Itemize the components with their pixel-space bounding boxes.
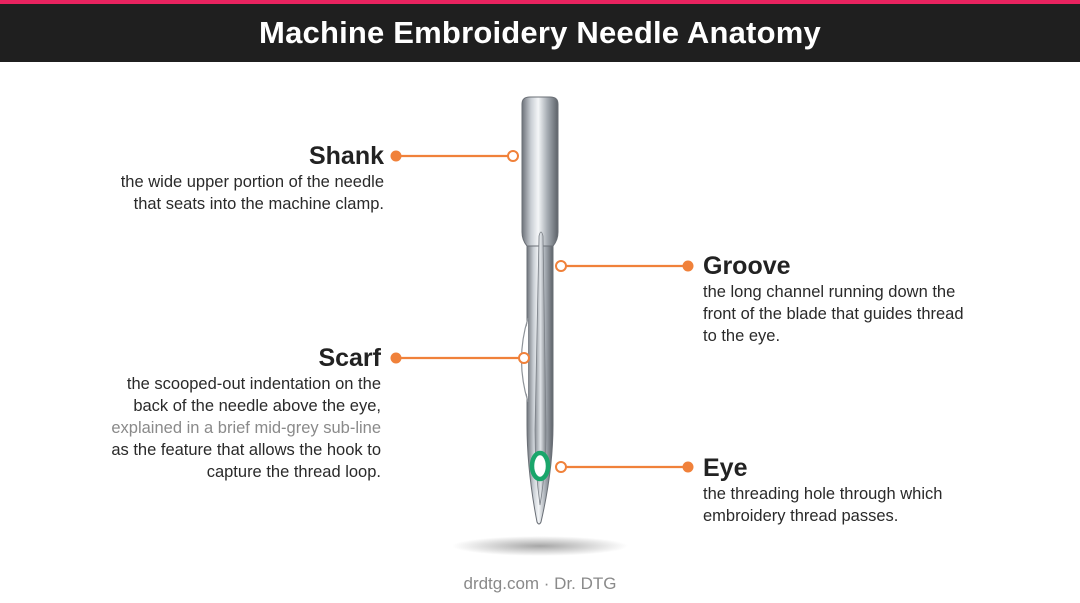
needle-shadow: [452, 536, 628, 556]
label-groove-title: Groove: [703, 252, 791, 280]
callout-groove: [555, 260, 694, 272]
needle: [520, 96, 559, 525]
label-shank: Shank the wide upper portion of the need…: [121, 141, 384, 215]
callout-shank: [390, 150, 519, 162]
needle-shank: [521, 96, 559, 247]
label-scarf-title: Scarf: [318, 344, 381, 372]
label-scarf: Scarf the scooped-out indentation on the…: [111, 343, 381, 483]
label-groove-desc: the long channel running down the front …: [703, 283, 964, 345]
callout-eye: [555, 461, 694, 473]
page-title: Machine Embroidery Needle Anatomy: [259, 15, 821, 50]
header-bar: Machine Embroidery Needle Anatomy: [0, 0, 1080, 62]
needle-eye: [529, 450, 551, 482]
label-eye-desc: the threading hole through which embroid…: [703, 485, 943, 525]
label-eye-title: Eye: [703, 454, 748, 482]
label-scarf-subline: explained in a brief mid-grey sub-line: [111, 419, 381, 437]
label-shank-desc: the wide upper portion of the needle tha…: [120, 173, 384, 213]
label-groove: Groove the long channel running down the…: [703, 251, 964, 347]
label-eye: Eye the threading hole through which emb…: [703, 453, 942, 527]
label-shank-title: Shank: [308, 142, 384, 170]
label-scarf-desc: the scooped-out indentation on the back …: [111, 375, 381, 481]
footer-credit: drdtg.com · Dr. DTG: [463, 574, 617, 593]
callout-scarf: [390, 352, 530, 364]
